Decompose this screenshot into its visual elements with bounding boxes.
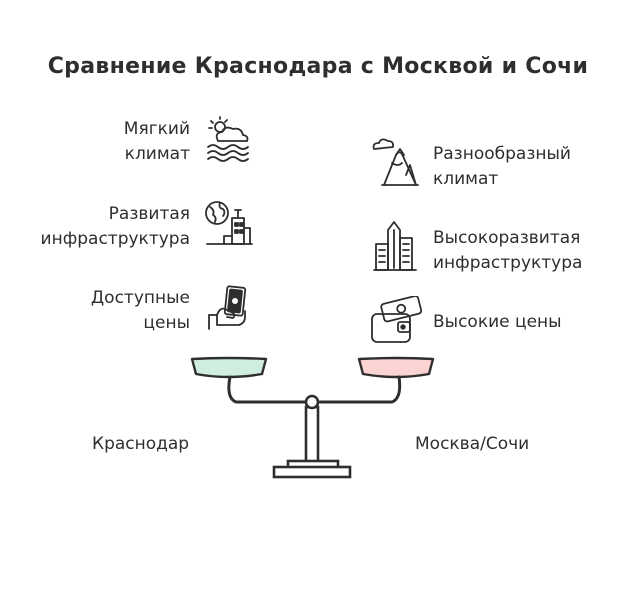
right-item-climate-line2: климат: [433, 169, 499, 189]
wallet-money-icon: [368, 296, 424, 346]
left-item-infra-label: Развитая инфраструктура: [41, 202, 190, 252]
globe-building-icon: [204, 198, 254, 250]
left-item-infra-line1: Развитая: [108, 204, 190, 224]
left-item-climate-label: Мягкий климат: [124, 117, 190, 167]
right-item-climate-label: Разнообразный климат: [433, 142, 571, 192]
right-side-label: Москва/Сочи: [415, 434, 530, 454]
right-item-prices-label: Высокие цены: [433, 310, 562, 335]
scale-base-bottom: [272, 465, 352, 479]
left-pan: [190, 356, 268, 379]
left-pan-arm: [227, 375, 307, 404]
right-pan-arm: [318, 375, 402, 404]
scale-pillar: [304, 405, 320, 465]
left-item-prices-line1: Доступные: [90, 288, 190, 308]
left-item-climate-line1: Мягкий: [123, 119, 190, 139]
sun-cloud-waves-icon: [204, 115, 254, 165]
skyscrapers-icon: [372, 220, 418, 272]
right-item-infra-line2: инфраструктура: [433, 253, 583, 273]
scale-pivot: [304, 394, 320, 410]
diagram-title: Сравнение Краснодара с Москвой и Сочи: [47, 54, 589, 79]
right-item-infra-line1: Высокоразвитая: [433, 228, 581, 248]
right-item-infra-label: Высокоразвитая инфраструктура: [433, 226, 582, 276]
left-item-infra-line2: инфраструктура: [40, 229, 190, 249]
right-item-prices-line1: Высокие цены: [433, 312, 562, 332]
mountain-cloud-icon: [370, 135, 422, 187]
left-side-label: Краснодар: [92, 434, 190, 454]
right-pan: [357, 356, 435, 379]
left-item-prices-label: Доступные цены: [91, 286, 190, 336]
left-item-climate-line2: климат: [124, 144, 190, 164]
right-item-climate-line1: Разнообразный: [433, 144, 571, 164]
hand-money-icon: [206, 283, 252, 333]
left-item-prices-line2: цены: [143, 313, 190, 333]
